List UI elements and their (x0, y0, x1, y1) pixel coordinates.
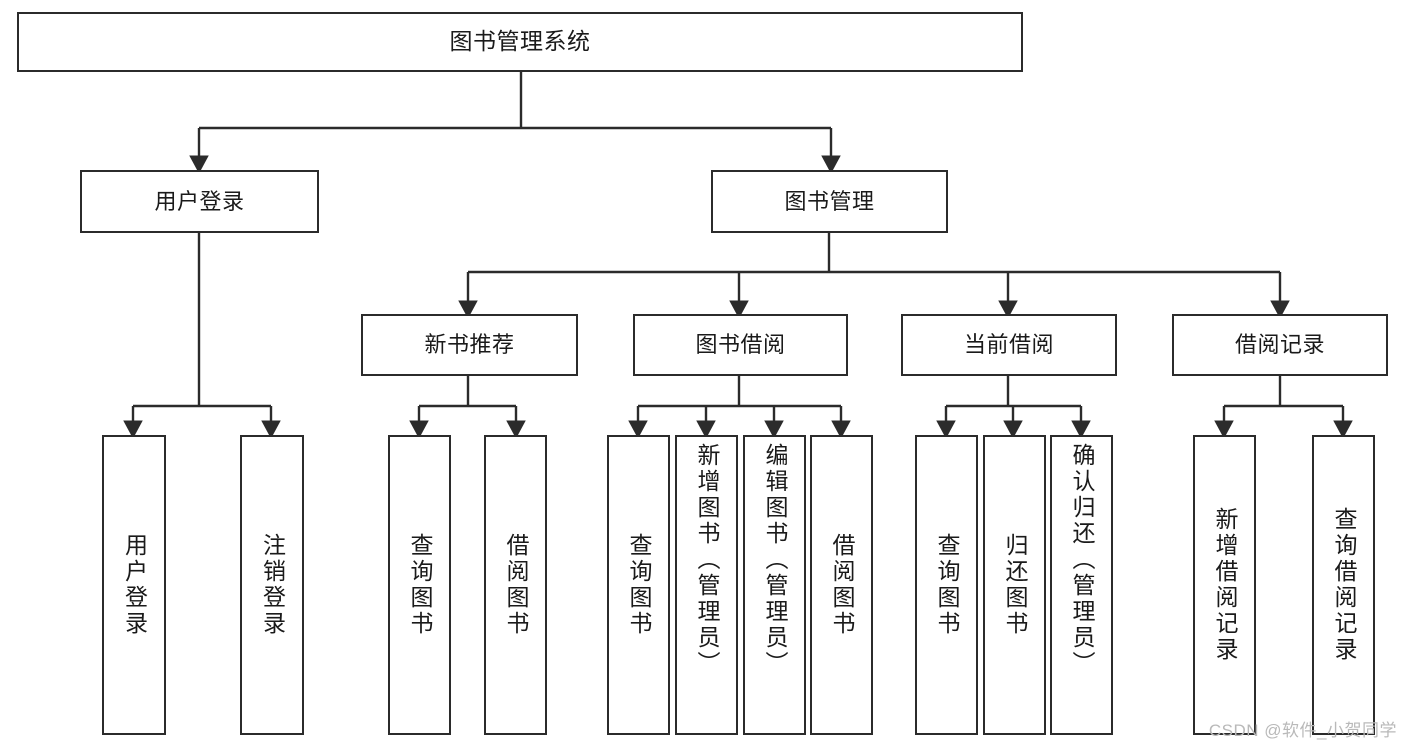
node-label: 查询图书 (626, 533, 652, 637)
node-label: 用户登录 (121, 533, 148, 637)
node-book-management[interactable]: 图书管理 (711, 170, 948, 233)
leaf-add-borrow-record[interactable]: 新增借阅记录 (1193, 435, 1256, 735)
node-borrow-record[interactable]: 借阅记录 (1172, 314, 1388, 376)
node-user-login[interactable]: 用户登录 (80, 170, 319, 233)
leaf-query-borrow-record[interactable]: 查询借阅记录 (1312, 435, 1375, 735)
leaf-borrow-book[interactable]: 借阅图书 (810, 435, 873, 735)
leaf-query-book-borrow[interactable]: 查询图书 (607, 435, 670, 735)
leaf-borrow-book-recommend[interactable]: 借阅图书 (484, 435, 547, 735)
node-label: 新增图书（管理员） (694, 443, 720, 677)
leaf-edit-book-admin[interactable]: 编辑图书（管理员） (743, 435, 806, 735)
node-label: 确认归还（管理员） (1069, 443, 1095, 677)
node-label: 图书借阅 (695, 332, 786, 358)
node-label: 图书管理系统 (449, 28, 591, 55)
leaf-confirm-return-admin[interactable]: 确认归还（管理员） (1050, 435, 1113, 735)
node-label: 注销登录 (259, 533, 286, 637)
node-label: 查询图书 (934, 533, 960, 637)
node-new-book-recommend[interactable]: 新书推荐 (361, 314, 578, 376)
node-label: 新增借阅记录 (1212, 507, 1238, 663)
leaf-logout[interactable]: 注销登录 (240, 435, 304, 735)
node-label: 新书推荐 (424, 332, 515, 358)
leaf-user-login[interactable]: 用户登录 (102, 435, 166, 735)
node-label: 借阅图书 (503, 533, 529, 637)
node-label: 用户登录 (154, 188, 245, 214)
leaf-add-book-admin[interactable]: 新增图书（管理员） (675, 435, 738, 735)
node-label: 归还图书 (1002, 533, 1028, 637)
node-label: 借阅图书 (829, 533, 855, 637)
node-label: 查询借阅记录 (1331, 507, 1357, 663)
node-label: 当前借阅 (963, 332, 1054, 358)
node-label: 查询图书 (407, 533, 433, 637)
watermark: CSDN @软件_小贺同学 (1208, 721, 1397, 740)
leaf-query-book-current[interactable]: 查询图书 (915, 435, 978, 735)
node-book-borrow[interactable]: 图书借阅 (633, 314, 848, 376)
leaf-query-book-recommend[interactable]: 查询图书 (388, 435, 451, 735)
node-label: 编辑图书（管理员） (762, 443, 788, 677)
node-current-borrow[interactable]: 当前借阅 (901, 314, 1117, 376)
node-label: 图书管理 (784, 188, 875, 214)
leaf-return-book[interactable]: 归还图书 (983, 435, 1046, 735)
node-label: 借阅记录 (1234, 332, 1325, 358)
node-root-system[interactable]: 图书管理系统 (17, 12, 1023, 72)
